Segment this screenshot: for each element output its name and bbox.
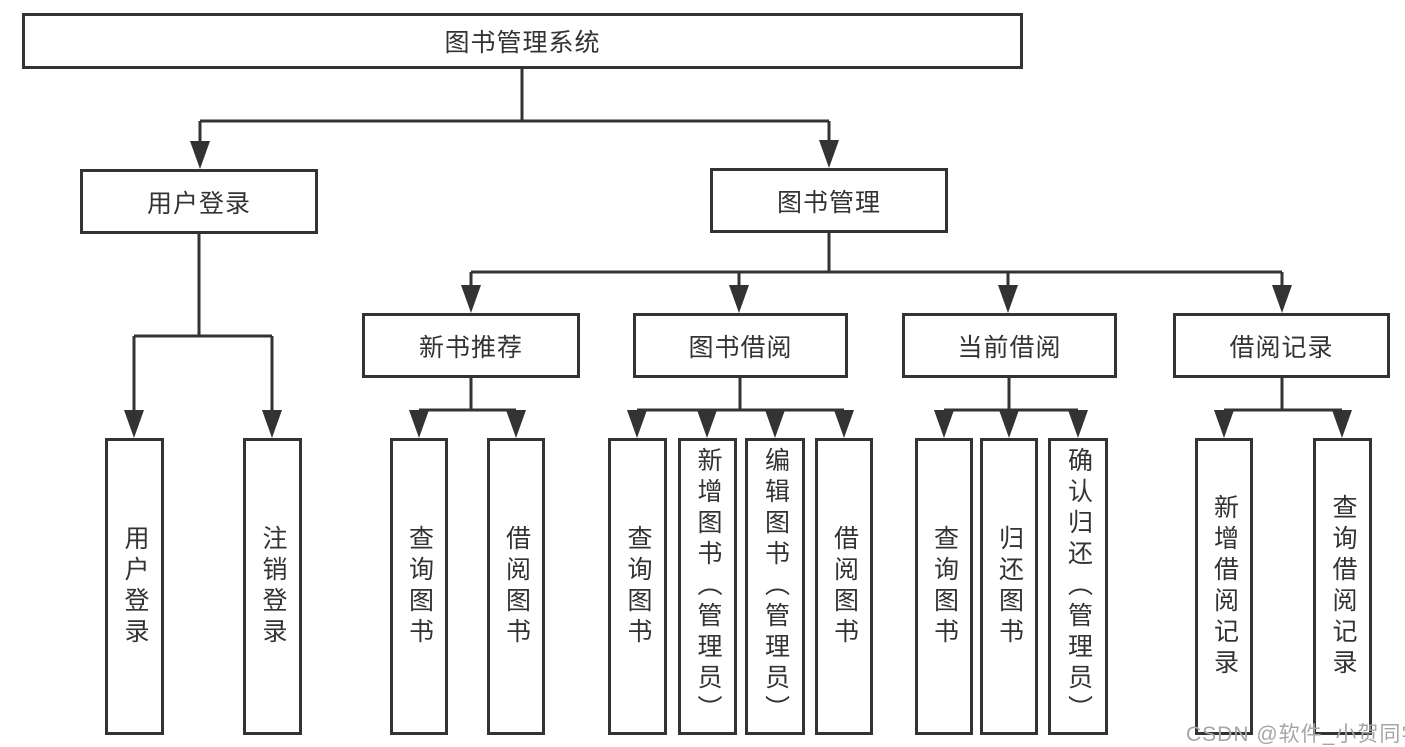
- node-root: 图书管理系统: [22, 13, 1023, 69]
- leaf-borrow-add-book: 新增图书（管理员）: [678, 438, 737, 735]
- leaf-borrow-query-book: 查询图书: [608, 438, 667, 735]
- node-user-login: 用户登录: [80, 169, 318, 234]
- leaf-current-return-book: 归还图书: [980, 438, 1038, 735]
- leaf-user-login: 用户登录: [105, 438, 164, 735]
- leaf-current-confirm-return: 确认归还（管理员）: [1048, 438, 1108, 735]
- node-current-borrow: 当前借阅: [902, 313, 1117, 378]
- leaf-records-add-record: 新增借阅记录: [1195, 438, 1253, 735]
- leaf-recommend-borrow-book: 借阅图书: [487, 438, 545, 735]
- leaf-current-query-book: 查询图书: [915, 438, 973, 735]
- leaf-records-query-record: 查询借阅记录: [1313, 438, 1372, 735]
- node-book-borrow: 图书借阅: [633, 313, 848, 378]
- node-borrow-records: 借阅记录: [1173, 313, 1390, 378]
- node-book-management: 图书管理: [710, 168, 948, 233]
- leaf-borrow-edit-book: 编辑图书（管理员）: [745, 438, 805, 735]
- leaf-recommend-query-book: 查询图书: [390, 438, 448, 735]
- leaf-borrow-borrow-book: 借阅图书: [815, 438, 873, 735]
- leaf-logout: 注销登录: [243, 438, 302, 735]
- node-new-book-recommend: 新书推荐: [362, 313, 580, 378]
- watermark: CSDN @软件_小贺同学: [1186, 723, 1405, 746]
